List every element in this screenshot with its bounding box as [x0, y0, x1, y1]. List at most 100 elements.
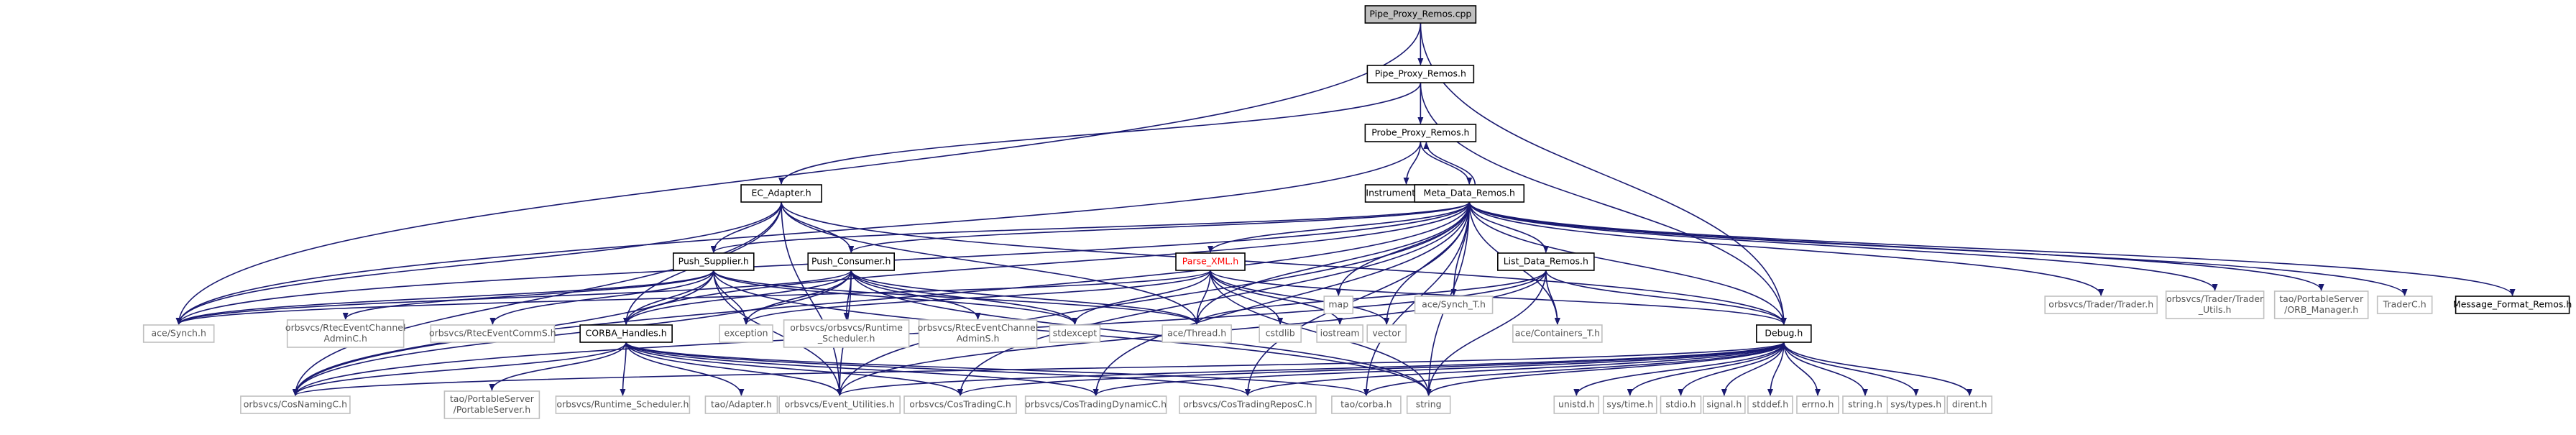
node-ace-synch-h: ace/Synch.h [142, 324, 215, 343]
node-label: AdminS.h [957, 333, 1000, 344]
edge-push_consumer_h-to-ace_thread_h [850, 270, 1200, 325]
node-map: map [1323, 296, 1354, 314]
edge-parse_xml_h-to-debug_h [1210, 270, 1787, 325]
node-label: ace/Thread.h [1167, 328, 1226, 339]
node-box [1316, 324, 1363, 343]
edge-debug_h-to-string [1425, 342, 1785, 396]
node-cstdlib: cstdlib [1259, 324, 1302, 343]
node-probe-proxy-remos-h[interactable]: Probe_Proxy_Remos.h [1364, 124, 1477, 142]
node-parse-xml-h[interactable]: Parse_XML.h [1175, 252, 1246, 271]
edge-parse_xml_h-to-cstdlib [1210, 270, 1284, 325]
node-label: List_Data_Remos.h [1504, 256, 1588, 267]
edge-corba_handles_h-to-portableserver_h [489, 342, 627, 391]
edge-debug_h-to-tao_corba_h [1363, 342, 1785, 396]
node-box [1406, 395, 1451, 414]
node-sys-time-h: sys/time.h [1602, 395, 1657, 414]
node-label: errno.h [1802, 399, 1834, 410]
node-box [1602, 395, 1657, 414]
node-label: Meta_Data_Remos.h [1424, 188, 1515, 198]
node-pipe-proxy-remos-cpp[interactable]: Pipe_Proxy_Remos.cpp [1364, 5, 1477, 24]
node-box [1366, 324, 1407, 343]
node-corba-handles-h[interactable]: CORBA_Handles.h [579, 324, 673, 343]
node-stddef-h: stddef.h [1747, 395, 1793, 414]
node-label: Pipe_Proxy_Remos.h [1375, 68, 1466, 79]
node-box [1886, 395, 1946, 414]
node-rtec-comms-h: orbsvcs/RtecEventCommS.h [429, 324, 556, 343]
node-push-supplier-h[interactable]: Push_Supplier.h [672, 252, 755, 271]
edge-corba_handles_h-to-event_utilities_h [625, 342, 843, 396]
node-label: ace/Synch.h [152, 328, 206, 339]
edge-meta_data_remos_h-to-parse_xml_h [1208, 201, 1471, 253]
edge-pipe_proxy_remos_h-to-ec_adapter_h [778, 82, 1422, 185]
node-label: Parse_XML.h [1182, 256, 1238, 267]
node-label: ace/Synch_T.h [1422, 299, 1486, 310]
node-box [1175, 252, 1246, 271]
node-pipe-proxy-remos-h[interactable]: Pipe_Proxy_Remos.h [1366, 65, 1475, 83]
node-trader-h: orbsvcs/Trader/Trader.h [2044, 296, 2158, 314]
node-label: orbsvcs/CosTradingReposC.h [1183, 399, 1312, 410]
edge-pipe_proxy_remos_cpp-to-ace_synch_h [175, 22, 1422, 325]
edge-meta_data_remos_h-to-orb_manager_h [1468, 201, 2324, 291]
node-box [2165, 290, 2265, 319]
node-signal-h: signal.h [1703, 395, 1746, 414]
node-box [1842, 395, 1888, 414]
node-message-format-remos-h[interactable]: Message_Format_Remos.h [2453, 296, 2572, 314]
node-box [1024, 395, 1167, 414]
node-meta-data-remos-h[interactable]: Meta_Data_Remos.h [1414, 184, 1525, 203]
node-box [1660, 395, 1702, 414]
node-label: AdminC.h [323, 333, 367, 344]
edge-meta_data_remos_h-to-corba_handles_h [623, 201, 1471, 325]
node-label: tao/corba.h [1340, 399, 1392, 410]
node-errno-h: errno.h [1796, 395, 1839, 414]
edge-debug_h-to-dirent_h [1783, 342, 1973, 396]
node-box [1331, 395, 1402, 414]
node-sys-types-h: sys/types.h [1886, 395, 1946, 414]
node-label: orbsvcs/Trader/Trader.h [2048, 299, 2153, 310]
edge-push_supplier_h-to-ace_thread_h [712, 270, 1200, 325]
node-label: orbsvcs/Trader/Trader [2166, 293, 2264, 304]
node-box [430, 324, 556, 343]
node-label: Push_Supplier.h [678, 256, 749, 267]
edge-push_consumer_h-to-ace_synch_h [175, 270, 852, 325]
edge-parse_xml_h-to-exception [743, 270, 1211, 325]
node-tao-adapter-h: tao/Adapter.h [704, 395, 778, 414]
node-push-consumer-h[interactable]: Push_Consumer.h [807, 252, 896, 271]
edge-list_data_remos_h-to-ace_containers_t_h [1545, 270, 1560, 325]
edge-corba_handles_h-to-tao_corba_h [625, 342, 1369, 396]
node-debug-h[interactable]: Debug.h [1756, 324, 1812, 343]
node-box [740, 184, 822, 203]
edge-debug_h-to-sys_time_h [1627, 342, 1785, 396]
node-label: orbsvcs/Runtime_Scheduler.h [556, 399, 689, 410]
node-portableserver-h: tao/PortableServer/PortableServer.h [443, 390, 540, 419]
edge-debug_h-to-costradingdynamicc_h [1092, 342, 1785, 396]
node-costradingdynamicc-h: orbsvcs/CosTradingDynamicC.h [1024, 395, 1167, 414]
node-costradingreposc-h: orbsvcs/CosTradingReposC.h [1179, 395, 1317, 414]
node-label: /PortableServer.h [454, 404, 531, 415]
edge-ec_adapter_h-to-push_consumer_h [781, 201, 855, 253]
node-box [1756, 324, 1812, 343]
edge-meta_data_remos_h-to-ace_thread_h [1194, 201, 1471, 325]
node-layer: Pipe_Proxy_Remos.cppPipe_Proxy_Remos.hPr… [142, 5, 2572, 419]
node-vector: vector [1366, 324, 1407, 343]
node-label: _Scheduler.h [817, 333, 875, 344]
node-box [555, 395, 691, 414]
edge-debug_h-to-costradingreposc_h [1245, 342, 1785, 396]
node-label: stdexcept [1053, 328, 1097, 339]
node-box [1553, 395, 1600, 414]
node-box [1162, 324, 1232, 343]
edge-debug_h-to-signal_h [1721, 342, 1785, 396]
node-ec-adapter-h[interactable]: EC_Adapter.h [740, 184, 822, 203]
edge-ec_adapter_h-to-ace_synch_h [175, 201, 782, 325]
edge-debug_h-to-cosnamingc_h [293, 342, 1785, 396]
edge-meta_data_remos_h-to-costradingc_h [957, 201, 1471, 396]
node-string-h: string.h [1842, 395, 1888, 414]
node-list-data-remos-h[interactable]: List_Data_Remos.h [1497, 252, 1595, 271]
edge-debug_h-to-costradingc_h [957, 342, 1785, 396]
node-label: iostream [1320, 328, 1360, 339]
edge-debug_h-to-event_utilities_h [837, 342, 1785, 396]
node-label: orbsvcs/orbsvcs/Runtime [790, 322, 903, 333]
edge-debug_h-to-stdio_h [1678, 342, 1785, 396]
node-box [1703, 395, 1746, 414]
edge-corba_handles_h-to-cosnamingc_h [293, 342, 627, 396]
